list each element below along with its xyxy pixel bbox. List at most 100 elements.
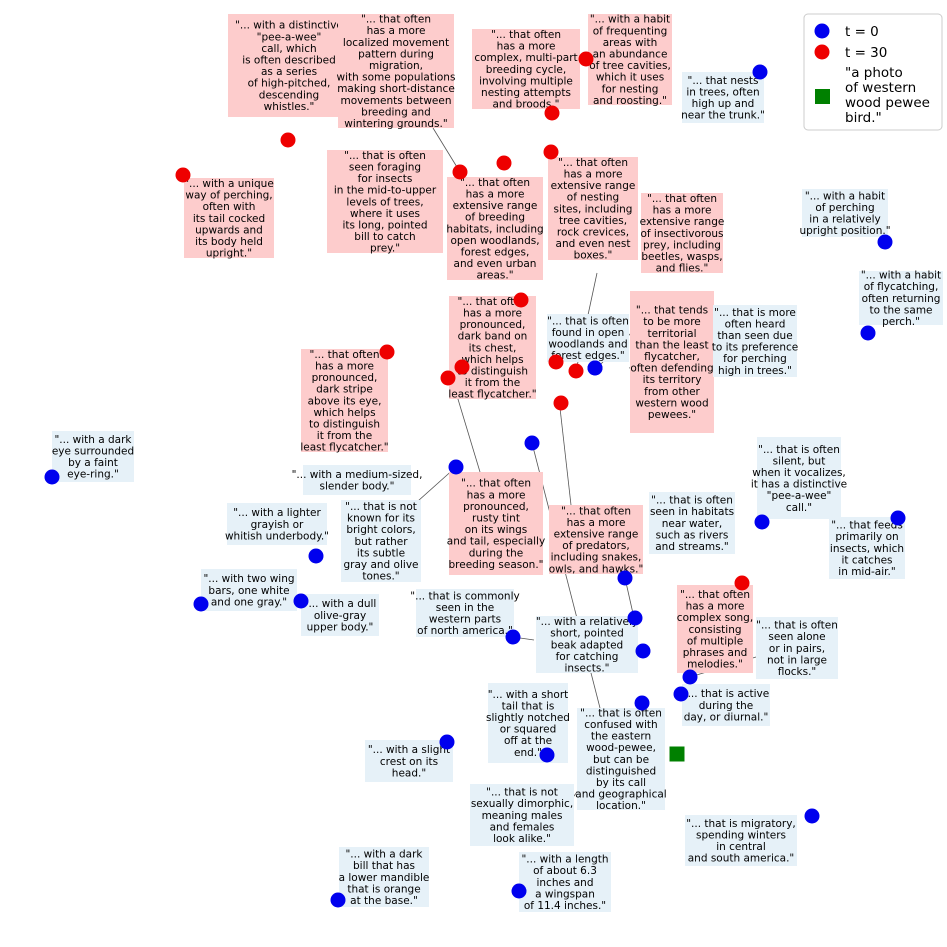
label-line: spending winters [696, 830, 786, 842]
label-line: way of perching, [185, 190, 272, 202]
label-line: "... that is often [547, 315, 629, 327]
label-line: and one gray." [211, 596, 287, 608]
label-line: pewees." [648, 409, 696, 421]
label-line: than the least [635, 339, 708, 351]
label-line: for catching [556, 651, 619, 663]
label-line: "... that is not [486, 787, 558, 799]
label-line: "... that often [647, 193, 717, 205]
label-line: "... with a dark [345, 849, 423, 861]
label-line: breeding season." [449, 559, 544, 571]
label-line: "... with a medium-sized, [292, 469, 423, 481]
label-line: extensive range [640, 216, 725, 228]
label-line: pronounced, [463, 501, 529, 513]
label-line: upper body." [307, 621, 374, 633]
label-line: "... with a habit [590, 14, 670, 26]
label-line: such as rivers [656, 529, 729, 541]
label-line: "... that often [457, 296, 527, 308]
label-line: "... with two wing [203, 573, 294, 585]
label-line: high up and [692, 98, 755, 110]
label-box [447, 177, 543, 280]
label-line: silent, but [773, 455, 826, 467]
label-line: at the base." [350, 895, 418, 907]
label-line: head." [392, 767, 426, 779]
label-line: location." [596, 800, 646, 812]
label-line: but rather [354, 536, 408, 548]
label-line: in central [716, 841, 766, 853]
point-t30 [553, 395, 569, 411]
label-line: tones." [362, 571, 399, 583]
label-line: not in large [767, 654, 827, 666]
label-line: its body held [195, 236, 263, 248]
point-t0 [539, 747, 555, 763]
label-line: and flies." [656, 263, 709, 275]
label-line: seen foraging [349, 162, 421, 174]
label-line: look alike." [493, 833, 551, 845]
label-boxes: "... with a distinctive"pee-a-wee"call, … [52, 14, 943, 912]
legend-marker [815, 89, 830, 104]
label-box [682, 72, 764, 123]
label-line: prey, including [643, 239, 721, 251]
point-t30 [280, 132, 296, 148]
label-box [470, 784, 574, 846]
point-t0 [448, 459, 464, 475]
label-box [630, 291, 714, 433]
label-line: involving multiple [479, 75, 573, 87]
label-line: flocks." [778, 666, 817, 678]
label-line: of high-pitched, [248, 78, 331, 90]
point-t30 [175, 167, 191, 183]
label-line: "... that often [491, 29, 561, 41]
point-t30 [440, 370, 456, 386]
label-line: "... with a unique [184, 178, 274, 190]
label-line: has a more [463, 308, 522, 320]
label-line: as a series [261, 66, 317, 78]
label-line: territorial [647, 328, 696, 340]
label-line: perch." [882, 316, 920, 328]
legend-label-line: bird." [845, 110, 882, 126]
point-t30 [568, 363, 584, 379]
label-box [685, 815, 797, 866]
point-label: "... with a medium-sized,slender body." [292, 465, 423, 495]
label-line: and streams." [655, 541, 729, 553]
label-line: "... that is often [758, 444, 840, 456]
label-line: "... that is commonly [410, 590, 519, 602]
label-line: boxes." [574, 250, 613, 262]
label-box [713, 305, 797, 377]
label-line: including snakes, [551, 552, 642, 564]
label-line: upwards and [195, 224, 263, 236]
label-box [449, 472, 543, 575]
label-box [201, 569, 297, 611]
label-line: of flycatching, [864, 281, 939, 293]
legend-label: t = 0 [845, 24, 879, 40]
label-line: "... with a habit [805, 190, 885, 202]
point-t0 [635, 643, 651, 659]
data-points [44, 51, 906, 908]
label-line: "... that is not [345, 501, 417, 513]
legend-label-line: wood pewee [845, 95, 930, 111]
label-box [588, 14, 672, 105]
label-line: of frequenting [593, 25, 668, 37]
label-box [519, 852, 611, 912]
label-box [303, 465, 411, 495]
label-line: a lower mandible [339, 872, 430, 884]
label-line: slightly notched [486, 712, 570, 724]
label-line: has a more [497, 41, 556, 53]
label-box [301, 594, 379, 636]
